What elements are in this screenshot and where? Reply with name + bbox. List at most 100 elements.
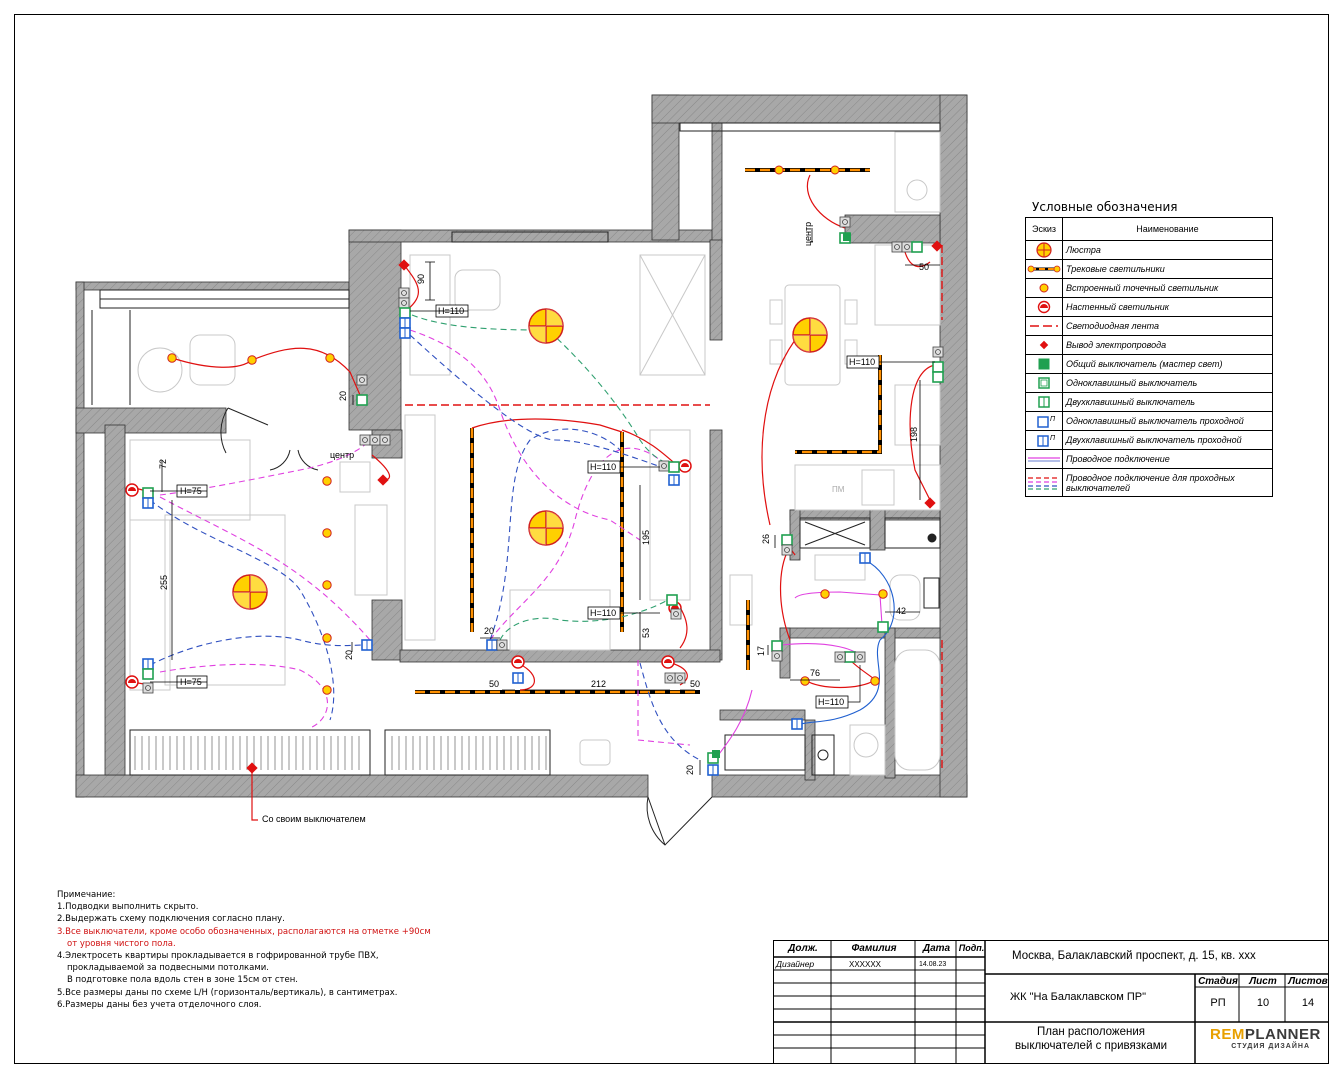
svg-text:198: 198 xyxy=(909,427,919,442)
chandeliers xyxy=(232,308,828,610)
window-lines xyxy=(91,122,941,776)
svg-text:212: 212 xyxy=(591,679,606,689)
tb-address: Москва, Балаклавский проспект, д. 15, кв… xyxy=(1012,950,1256,962)
chandelier-icon xyxy=(1036,242,1052,258)
legend-row: Светодиодная лента xyxy=(1025,316,1273,336)
tb-date: 14.08.23 xyxy=(919,961,947,968)
wire-output-icon xyxy=(1039,340,1049,350)
legend-row: Вывод электропровода xyxy=(1025,335,1273,355)
title-block-grid xyxy=(772,939,1329,1064)
tb-col-sign: Подп. xyxy=(958,943,985,953)
note-5: 5.Все размеры даны по схеме L/H (горизон… xyxy=(57,987,398,998)
svg-text:50: 50 xyxy=(690,679,700,689)
own-switch-note: Со своим выключателем xyxy=(262,814,366,824)
legend-row: Люстра xyxy=(1025,240,1273,260)
tb-sheet: 10 xyxy=(1256,997,1270,1009)
note-4: 4.Электросеть квартиры прокладывается в … xyxy=(57,951,379,962)
wall-light-icon xyxy=(1037,300,1051,314)
note-2: 2.Выдержать схему подключения согласно п… xyxy=(57,914,285,925)
wire-connection-icon xyxy=(1028,457,1060,462)
fixtures xyxy=(724,517,941,776)
legend-row: Настенный светильник xyxy=(1025,297,1273,317)
wires-pass-magenta xyxy=(159,329,691,746)
svg-text:90: 90 xyxy=(416,274,426,284)
double-pass-switch-icon: П xyxy=(1037,435,1056,447)
tb-complex: ЖК "На Балаклавском ПР" xyxy=(1010,991,1147,1003)
track-lights xyxy=(415,168,882,694)
radiator xyxy=(134,736,547,770)
svg-text:ПМ: ПМ xyxy=(832,485,845,494)
single-switch-icon xyxy=(1038,377,1050,389)
svg-text:П: П xyxy=(1050,435,1056,442)
legend-row: Общий выключатель (мастер свет) xyxy=(1025,354,1273,374)
note-3-cont: от уровня чистого пола. xyxy=(67,938,176,949)
tb-role: Дизайнер xyxy=(776,959,815,969)
legend-table: Эскиз Наименование Люстра Трековые свети… xyxy=(1025,217,1273,497)
svg-text:72: 72 xyxy=(158,459,168,469)
legend: Условные обозначения Эскиз Наименование … xyxy=(1025,200,1273,497)
svg-text:20: 20 xyxy=(484,626,494,636)
tb-col-role: Долж. xyxy=(788,943,818,954)
legend-row: Одноклавишный выключатель xyxy=(1025,373,1273,393)
tb-drawing-title: План расположения выключателей с привязк… xyxy=(1014,1026,1168,1052)
legend-row: Трековые светильники xyxy=(1025,259,1273,279)
svg-text:42: 42 xyxy=(896,606,906,616)
title-block: Долж. Фамилия Дата Подп. Дизайнер XXXXXX… xyxy=(772,939,1329,1064)
svg-text:195: 195 xyxy=(641,530,651,545)
svg-text:53: 53 xyxy=(641,628,651,638)
notes: Примечание: 1.Подводки выполнить скрыто.… xyxy=(57,889,431,1011)
tb-stage-label: Стадия xyxy=(1198,976,1238,987)
svg-text:50: 50 xyxy=(919,262,929,272)
brand-logo: REMPLANNER СТУДИЯ ДИЗАЙНА xyxy=(1210,1026,1321,1050)
legend-title: Условные обозначения xyxy=(1032,200,1178,214)
legend-col-sketch: Эскиз xyxy=(1025,217,1063,241)
svg-text:20: 20 xyxy=(338,391,348,401)
note-3: 3.Все выключатели, кроме особо обозначен… xyxy=(57,926,431,937)
tb-surname: XXXXXX xyxy=(849,960,882,969)
led-strip-icon xyxy=(1030,325,1058,327)
svg-text:50: 50 xyxy=(489,679,499,689)
led-strips xyxy=(405,245,943,770)
legend-row: П Одноклавишный выключатель проходной xyxy=(1025,411,1273,431)
doors xyxy=(220,407,713,846)
svg-text:П: П xyxy=(1050,416,1056,423)
note-1: 1.Подводки выполнить скрыто. xyxy=(57,902,199,913)
master-switch xyxy=(843,233,851,241)
tb-stage: РП xyxy=(1210,997,1226,1009)
tb-sheets: 14 xyxy=(1301,997,1315,1009)
tb-col-surname: Фамилия xyxy=(851,943,897,954)
svg-text:17: 17 xyxy=(756,646,766,656)
pass-wire-connection-icon xyxy=(1028,476,1060,490)
dimension-texts: 90 20 72 255 20 195 53 20 50 212 50 198 … xyxy=(158,222,929,775)
note-4-cont: прокладываемой за подвесными потолками. xyxy=(67,963,270,974)
notes-heading: Примечание: xyxy=(57,890,116,900)
wires-blue xyxy=(797,559,895,726)
svg-text:20: 20 xyxy=(344,650,354,660)
svg-text:H=110: H=110 xyxy=(590,608,616,618)
svg-text:26: 26 xyxy=(761,534,771,544)
svg-text:H=110: H=110 xyxy=(849,357,875,367)
master-switch-icon xyxy=(1038,358,1050,370)
master-switch xyxy=(712,750,720,758)
svg-text:центр: центр xyxy=(803,222,813,246)
legend-row: Встроенный точечный светильник xyxy=(1025,278,1273,298)
tb-sheets-label: Листов xyxy=(1288,976,1328,987)
double-switch-icon xyxy=(1038,396,1050,408)
spot-light-icon xyxy=(1039,283,1049,293)
single-pass-switch-icon: П xyxy=(1037,416,1056,428)
svg-text:255: 255 xyxy=(159,575,169,590)
wires-magenta xyxy=(715,591,883,759)
svg-text:76: 76 xyxy=(810,668,820,678)
legend-row: Проводное подключение для проходных выкл… xyxy=(1025,468,1273,497)
wires-pass-green xyxy=(411,314,671,641)
svg-text:H=110: H=110 xyxy=(818,697,844,707)
tb-col-date: Дата xyxy=(922,943,951,954)
track-light-icon xyxy=(1027,265,1061,273)
svg-text:центр: центр xyxy=(330,450,354,460)
svg-text:H=110: H=110 xyxy=(590,462,616,472)
legend-col-name: Наименование xyxy=(1062,217,1273,241)
svg-text:20: 20 xyxy=(685,765,695,775)
note-6: 6.Размеры даны без учета отделочного сло… xyxy=(57,999,262,1010)
note-4-cont2: В подготовке пола вдоль стен в зоне 15см… xyxy=(67,975,298,986)
